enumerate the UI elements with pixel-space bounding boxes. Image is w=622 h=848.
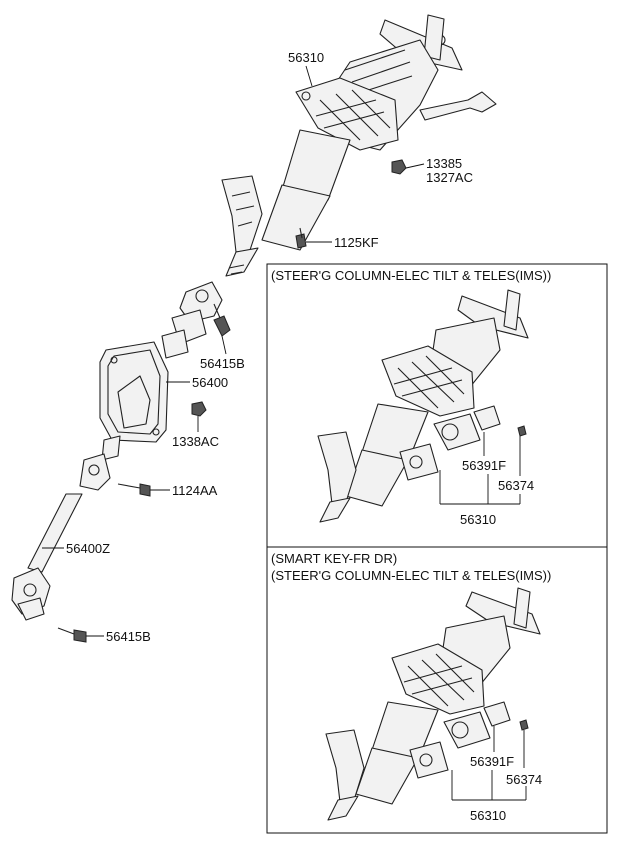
label-1124aa: 1124AA [172,483,218,498]
label-1125kf: 1125KF [334,235,379,250]
label-56415b-top: 56415B [200,356,245,371]
label-56400: 56400 [192,375,228,390]
inset2-column-drawing [325,587,541,821]
inset1-column-drawing [317,289,529,523]
label-1327ac: 1327AC [426,170,473,185]
label-56310-main: 56310 [288,50,324,65]
inset2-title-line1: (SMART KEY-FR DR) [271,551,397,566]
label-56415b-bottom: 56415B [106,629,151,644]
inset2-leader-lines [451,726,527,801]
label-1338ac: 1338AC [172,434,219,449]
inset-box-2: (SMART KEY-FR DR) (STEER'G COLUMN-ELEC T… [266,546,608,834]
inset1-label-56391f: 56391F [462,458,506,473]
inset1-title: (STEER'G COLUMN-ELEC TILT & TELES(IMS)) [271,268,551,283]
main-leader-lines [42,65,425,637]
inset2-label-56310: 56310 [470,808,506,823]
label-56400z: 56400Z [66,541,110,556]
main-steering-column-drawing [11,14,497,643]
inset1-label-56374: 56374 [498,478,534,493]
inset2-label-56391f: 56391F [470,754,514,769]
inset2-label-56374: 56374 [506,772,542,787]
inset2-title-line2: (STEER'G COLUMN-ELEC TILT & TELES(IMS)) [271,568,551,583]
label-13385: 13385 [426,156,462,171]
inset1-leader-lines [439,432,521,505]
inset-box-1: (STEER'G COLUMN-ELEC TILT & TELES(IMS)) [266,263,608,548]
inset1-label-56310: 56310 [460,512,496,527]
